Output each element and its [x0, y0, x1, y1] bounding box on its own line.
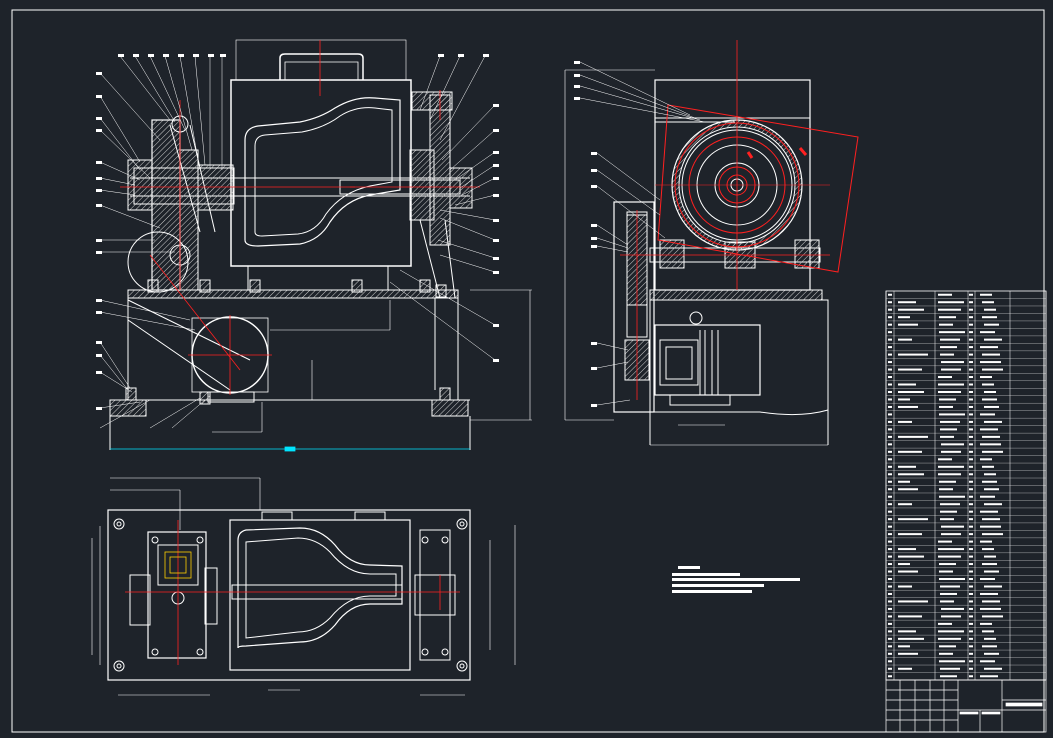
- drawing-border: [11, 9, 1045, 733]
- plan-view: [91, 477, 516, 696]
- front-leader-lines: [99, 55, 496, 429]
- overall-dimension-line: [110, 446, 470, 452]
- front-center-lines: [120, 40, 480, 395]
- technical-notes: [672, 566, 800, 593]
- side-leader-lines: [579, 61, 706, 406]
- plan-center-lines: [125, 520, 460, 665]
- parts-list-table: [885, 290, 1047, 681]
- front-section-view: [109, 39, 532, 450]
- side-view: [564, 69, 829, 446]
- title-block: [885, 679, 1047, 733]
- side-center-lines: [620, 40, 859, 400]
- front-leader-tags: [96, 54, 499, 410]
- side-leader-tags: [574, 61, 597, 407]
